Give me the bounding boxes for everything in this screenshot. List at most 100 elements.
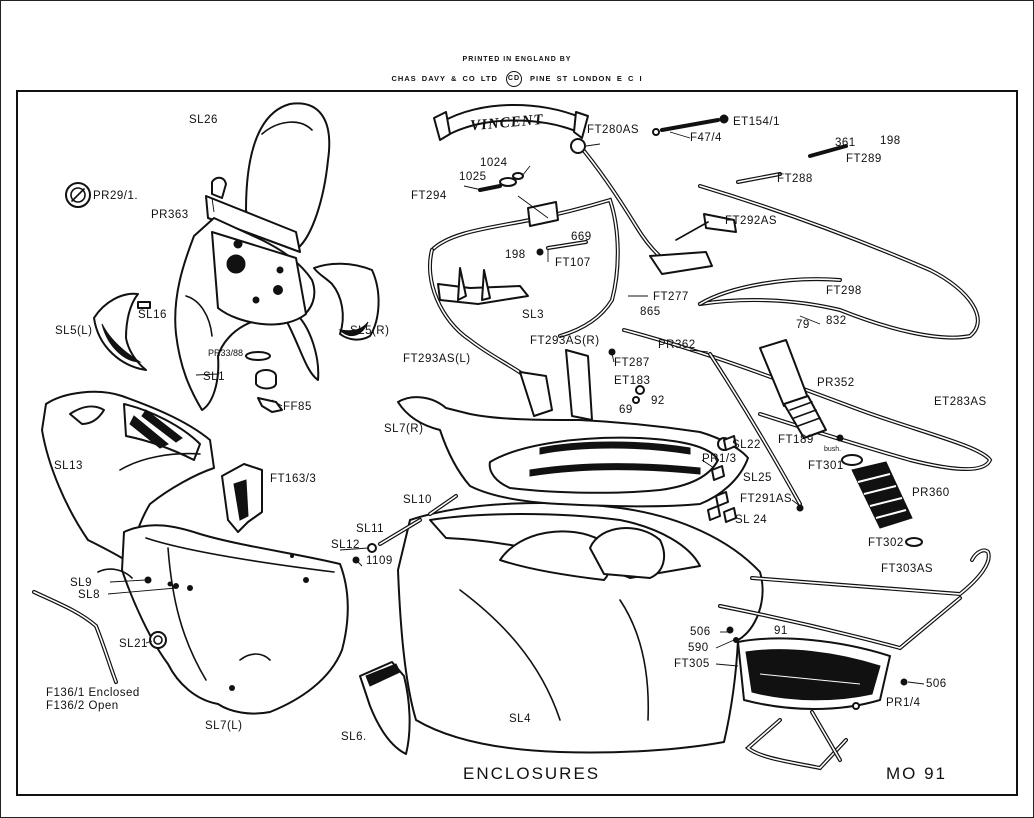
label-ft107: FT107 — [555, 257, 591, 269]
label-sl13: SL13 — [54, 460, 83, 472]
label-sl12: SL12 — [331, 539, 360, 551]
damper-pr352 — [759, 339, 844, 442]
rail-et283as — [622, 328, 993, 471]
label-sl10: SL10 — [403, 494, 432, 506]
label-832: 832 — [826, 315, 847, 327]
label-ft163-3: FT163/3 — [270, 473, 316, 485]
label-ft277: FT277 — [653, 291, 689, 303]
label-ff85: FF85 — [283, 401, 312, 413]
stand-rod-f136 — [32, 590, 118, 684]
label-sl4: SL4 — [509, 713, 531, 725]
label-ft293as-right: FT293AS(R) — [530, 335, 600, 347]
label-ft287: FT287 — [614, 357, 650, 369]
label-ft298: FT298 — [826, 285, 862, 297]
bolts-sl8-sl9 — [97, 568, 179, 589]
windscreen-sl26 — [205, 102, 331, 253]
printer-name: CHAS DAVY & CO LTD — [391, 73, 498, 83]
label-pr363: PR363 — [151, 209, 189, 221]
label-361: 361 — [835, 137, 856, 149]
label-sl9: SL9 — [70, 577, 92, 589]
label-sl22: SL22 — [732, 439, 761, 451]
label-ft292as: FT292AS — [725, 215, 777, 227]
label-506-a: 506 — [690, 626, 711, 638]
bracket-ft163-3 — [221, 463, 263, 533]
rod-ft288 — [736, 144, 848, 184]
label-91: 91 — [774, 625, 788, 637]
rail-ft298 — [698, 184, 980, 340]
label-865: 865 — [640, 306, 661, 318]
grommet-pr33-88 — [245, 351, 271, 361]
label-sl5-left: SL5(L) — [55, 325, 93, 337]
label-198-b: 198 — [880, 135, 901, 147]
label-pr362: PR362 — [658, 339, 696, 351]
fixings-sl22-sl25 — [608, 348, 804, 523]
bracket-ft292as — [675, 213, 737, 241]
label-pr352: PR352 — [817, 377, 855, 389]
label-ft302: FT302 — [868, 537, 904, 549]
label-sl7-right: SL7(R) — [384, 423, 423, 435]
label-sl21: SL21 — [119, 638, 148, 650]
label-sl16: SL16 — [138, 309, 167, 321]
label-sl5-right: SL5(R) — [350, 325, 389, 337]
label-sl26: SL26 — [189, 114, 218, 126]
label-et283as: ET283AS — [934, 396, 987, 408]
label-ft301: FT301 — [808, 460, 844, 472]
grommet-sl21 — [149, 631, 167, 649]
label-69: 69 — [619, 404, 633, 416]
label-506-b: 506 — [926, 678, 947, 690]
label-1109: 1109 — [366, 555, 393, 567]
label-ft289: FT289 — [846, 153, 882, 165]
side-panel-sl7-left — [121, 524, 349, 715]
plate-frame — [16, 90, 1018, 796]
label-ft288: FT288 — [777, 173, 813, 185]
bolt-et154-1 — [652, 114, 729, 136]
label-pr1-4: PR1/4 — [886, 697, 921, 709]
label-1024: 1024 — [480, 157, 508, 169]
label-198-a: 198 — [505, 249, 526, 261]
side-piece-sl5-right — [313, 262, 380, 341]
label-sl8: SL8 — [78, 589, 100, 601]
label-pr33-88: PR33/88 — [208, 348, 243, 358]
plate-number: MO 91 — [886, 764, 947, 783]
fixings-ft294-ft107 — [478, 172, 588, 256]
nose-cowl-sl1 — [174, 217, 320, 411]
vincent-badge-text: VINCENT — [470, 112, 545, 134]
panel-sl6 — [359, 661, 411, 755]
label-ft294: FT294 — [411, 190, 447, 202]
label-ft303as: FT303AS — [881, 563, 933, 575]
printer-line: CHAS DAVY & CO LTD CD PINE ST LONDON E C… — [0, 71, 1034, 87]
bellows-pr360 — [851, 461, 913, 529]
rod-pr362 — [708, 352, 802, 506]
stay-ft280as — [570, 138, 713, 275]
label-sl25: SL25 — [743, 472, 772, 484]
label-ft189: FT189 — [778, 434, 814, 446]
label-ft305: FT305 — [674, 658, 710, 670]
ring-ft301 — [841, 454, 863, 466]
label-ft291as: FT291AS — [740, 493, 792, 505]
printer-logo: CD — [505, 71, 522, 87]
label-bush: bush. — [824, 446, 841, 453]
label-1025: 1025 — [459, 171, 487, 183]
label-pr29-1: PR29/1. — [93, 190, 138, 202]
label-sl3: SL3 — [522, 309, 544, 321]
label-f136-1: F136/1 Enclosed — [46, 687, 140, 699]
label-sl6: SL6. — [341, 731, 367, 743]
emblem-pr29-1 — [65, 182, 91, 208]
label-ft280as: FT280AS — [587, 124, 639, 136]
label-et154-1: ET154/1 — [733, 116, 780, 128]
clip-ff85 — [255, 369, 283, 413]
leader-lines — [107, 131, 925, 685]
ring-ft302 — [905, 537, 923, 547]
label-669: 669 — [571, 231, 592, 243]
part-labels: SL26 PR29/1. PR363 SL5(L) SL16 PR33/88 S… — [46, 114, 987, 783]
label-ft293as-left: FT293AS(L) — [403, 353, 471, 365]
label-590: 590 — [688, 642, 709, 654]
label-pr360: PR360 — [912, 487, 950, 499]
label-79: 79 — [796, 319, 810, 331]
printed-in-england-line: PRINTED IN ENGLAND BY — [462, 56, 572, 63]
side-pod-sl7-right — [397, 396, 749, 508]
label-sl7-left: SL7(L) — [205, 720, 243, 732]
printer-address: PINE ST LONDON E C I — [530, 73, 643, 83]
vincent-badge: VINCENT — [433, 103, 589, 141]
